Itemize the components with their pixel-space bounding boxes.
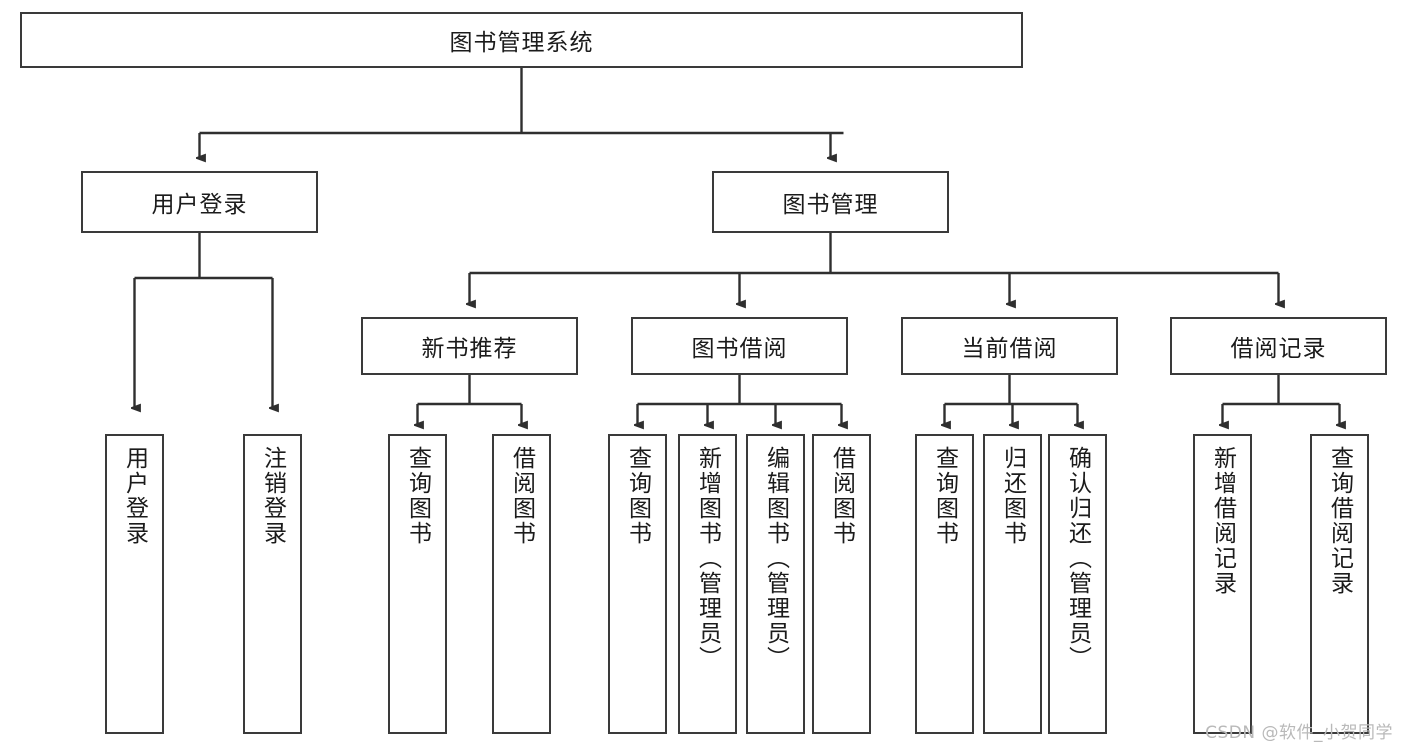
leaf-borrow-book-rec-label: 借阅图书: [508, 446, 535, 546]
leaf-return-book[interactable]: 归还图书: [983, 434, 1042, 734]
node-borrow-record-label: 借阅记录: [1230, 336, 1327, 362]
leaf-query-book-rec-label: 查询图书: [404, 446, 431, 546]
node-book-borrow-label: 图书借阅: [691, 336, 788, 362]
node-current-borrow[interactable]: 当前借阅: [901, 317, 1118, 375]
leaf-edit-book-admin[interactable]: 编辑图书（管理员）: [746, 434, 805, 734]
leaf-query-book-rec[interactable]: 查询图书: [388, 434, 447, 734]
leaf-user-logout-label: 注销登录: [259, 446, 286, 546]
node-book-manage-label: 图书管理: [782, 192, 879, 218]
csdn-watermark: CSDN @软件_小贺同学: [1205, 723, 1393, 743]
node-book-manage[interactable]: 图书管理: [712, 171, 949, 233]
leaf-add-book-admin-label: 新增图书（管理员）: [694, 446, 721, 671]
leaf-query-borrow-record-label: 查询借阅记录: [1326, 446, 1353, 596]
node-user-login-label: 用户登录: [151, 192, 248, 218]
node-root-system-label: 图书管理系统: [449, 30, 594, 56]
leaf-confirm-return-admin-label: 确认归还（管理员）: [1064, 446, 1091, 671]
node-user-login[interactable]: 用户登录: [81, 171, 318, 233]
leaf-query-book-borrow-label: 查询图书: [624, 446, 651, 546]
node-new-book-recommend[interactable]: 新书推荐: [361, 317, 578, 375]
leaf-confirm-return-admin[interactable]: 确认归还（管理员）: [1048, 434, 1107, 734]
leaf-query-book-current-label: 查询图书: [931, 446, 958, 546]
leaf-edit-book-admin-label: 编辑图书（管理员）: [762, 446, 789, 671]
node-book-borrow[interactable]: 图书借阅: [631, 317, 848, 375]
leaf-user-login-label: 用户登录: [121, 446, 148, 546]
node-current-borrow-label: 当前借阅: [961, 336, 1058, 362]
leaf-borrow-book[interactable]: 借阅图书: [812, 434, 871, 734]
leaf-return-book-label: 归还图书: [999, 446, 1026, 546]
leaf-add-borrow-record[interactable]: 新增借阅记录: [1193, 434, 1252, 734]
leaf-query-book-current[interactable]: 查询图书: [915, 434, 974, 734]
node-new-book-recommend-label: 新书推荐: [421, 336, 518, 362]
leaf-query-borrow-record[interactable]: 查询借阅记录: [1310, 434, 1369, 734]
leaf-user-logout[interactable]: 注销登录: [243, 434, 302, 734]
node-borrow-record[interactable]: 借阅记录: [1170, 317, 1387, 375]
leaf-borrow-book-rec[interactable]: 借阅图书: [492, 434, 551, 734]
leaf-user-login[interactable]: 用户登录: [105, 434, 164, 734]
node-root-system[interactable]: 图书管理系统: [20, 12, 1023, 68]
leaf-borrow-book-label: 借阅图书: [828, 446, 855, 546]
leaf-add-borrow-record-label: 新增借阅记录: [1209, 446, 1236, 596]
leaf-query-book-borrow[interactable]: 查询图书: [608, 434, 667, 734]
leaf-add-book-admin[interactable]: 新增图书（管理员）: [678, 434, 737, 734]
